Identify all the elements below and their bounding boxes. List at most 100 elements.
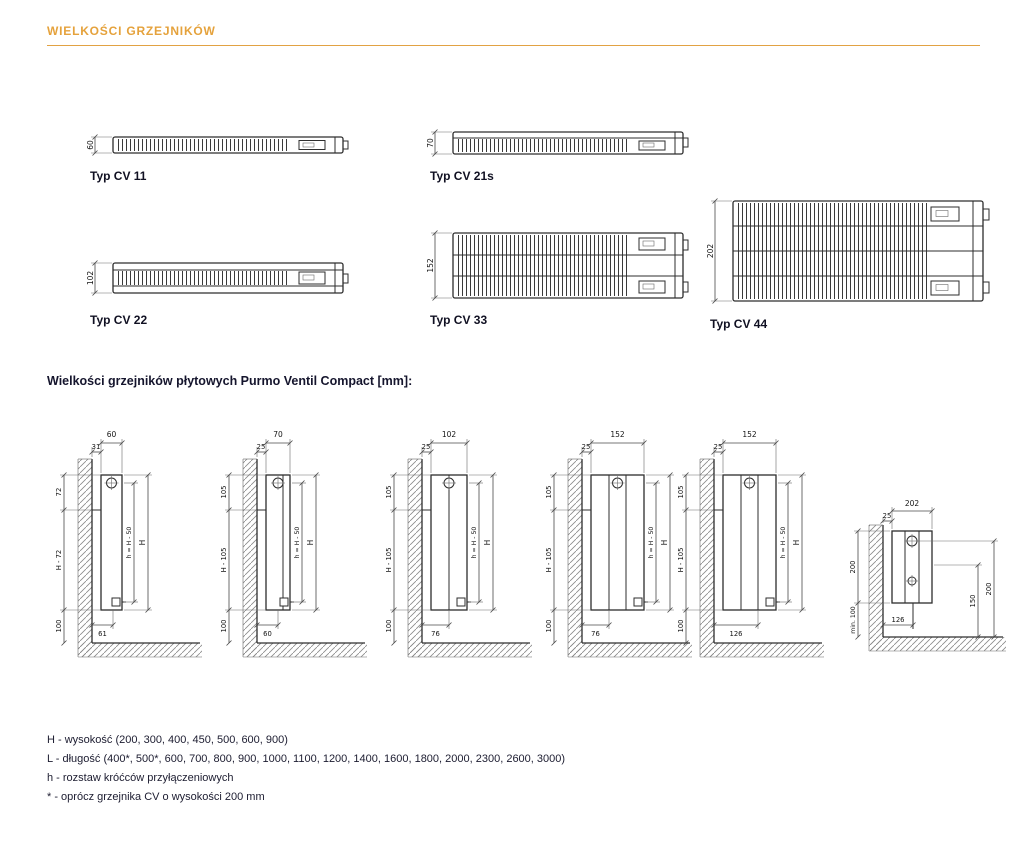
detail-view-cv44: 202 25 200 min. 100 150 200 <box>849 499 1006 652</box>
svg-text:202: 202 <box>905 499 920 508</box>
dim-h-and-H: h = H - 50 H <box>469 472 497 613</box>
svg-text:76: 76 <box>431 630 440 638</box>
radiator <box>582 474 648 611</box>
convector-fins <box>457 139 629 152</box>
type-label-cv44: Typ CV 44 <box>710 317 768 331</box>
svg-text:152: 152 <box>426 258 435 273</box>
dim-top-width: 152 <box>588 430 647 473</box>
dim-wall-gap: 25 <box>419 443 434 457</box>
dim-wall-gap: 31 <box>89 443 104 457</box>
cv11-top-view-drawing: 60 <box>86 134 349 156</box>
wall-hatch <box>78 459 92 657</box>
depth-dimension: 152 <box>426 230 452 301</box>
svg-text:61: 61 <box>98 630 107 638</box>
dim-wall-gap: 25 <box>711 443 726 457</box>
radiator-body <box>452 232 689 299</box>
cross-section-cv33: 152 Typ CV 33 <box>425 228 690 327</box>
dim-top-width: 202 <box>889 499 935 529</box>
page-title: WIELKOŚCI GRZEJNIKÓW <box>47 24 216 38</box>
dim-wall-gap: 25 <box>579 443 594 457</box>
side-view-cv11: 60 31 72 H - 72 100 h = H - 50 H <box>55 430 202 658</box>
svg-text:h = H - 50: h = H - 50 <box>126 527 133 559</box>
legend-line-h: H - wysokość (200, 300, 400, 450, 500, 6… <box>47 734 288 746</box>
cross-section-cv11: 60 Typ CV 11 <box>85 128 350 183</box>
radiator-body <box>452 131 689 155</box>
cv22-top-view-drawing: 102 <box>86 260 349 296</box>
svg-text:100: 100 <box>385 620 393 633</box>
legend-line-l: L - długość (400*, 500*, 600, 700, 800, … <box>47 753 566 765</box>
svg-text:H: H <box>483 540 492 546</box>
wall-and-floor <box>407 458 532 658</box>
svg-text:152: 152 <box>610 430 625 439</box>
dim-h-and-H: h = H - 50 H <box>292 472 320 613</box>
svg-text:31: 31 <box>92 443 101 451</box>
floor-hatch <box>78 643 202 657</box>
svg-text:70: 70 <box>426 138 435 148</box>
connection-tab <box>342 273 349 284</box>
radiator <box>714 474 780 611</box>
dim-bottom-offset: 126 <box>880 616 916 628</box>
svg-text:H - 105: H - 105 <box>677 548 685 573</box>
cross-section-cv22: 102 Typ CV 22 <box>85 255 350 327</box>
bottom-connection <box>765 597 775 607</box>
type-label-cv22: Typ CV 22 <box>90 313 148 327</box>
depth-dimension: 202 <box>706 198 732 304</box>
svg-text:76: 76 <box>591 630 600 638</box>
svg-text:100: 100 <box>55 620 63 633</box>
convector-fins <box>457 235 629 296</box>
floor-hatch <box>869 637 1006 651</box>
svg-text:H: H <box>306 540 315 546</box>
dim-top-width: 70 <box>263 430 293 473</box>
dim-left-column: 200 min. 100 <box>849 528 890 640</box>
connection-tab <box>342 140 349 150</box>
section-title: Wielkości grzejników płytowych Purmo Ven… <box>47 374 413 388</box>
side-view-cv22: 102 25 105 H - 105 100 h = H - 50 H <box>385 430 532 658</box>
depth-dimension: 70 <box>426 129 452 157</box>
svg-text:60: 60 <box>263 630 272 638</box>
svg-text:H - 72: H - 72 <box>55 550 63 571</box>
svg-text:126: 126 <box>892 616 905 624</box>
svg-text:h = H - 50: h = H - 50 <box>471 527 478 559</box>
connection-tab <box>982 281 990 294</box>
dim-left-column: 105 H - 105 100 <box>545 472 590 646</box>
wall-and-floor <box>699 458 824 658</box>
svg-text:h = H - 50: h = H - 50 <box>780 527 787 559</box>
radiator <box>891 530 933 629</box>
wall-hatch <box>243 459 257 657</box>
svg-text:105: 105 <box>220 486 228 499</box>
dim-top-width: 102 <box>428 430 470 473</box>
svg-text:105: 105 <box>545 486 553 499</box>
svg-text:h = H - 50: h = H - 50 <box>294 527 301 559</box>
svg-text:200: 200 <box>985 583 993 596</box>
svg-text:H: H <box>792 540 801 546</box>
svg-text:102: 102 <box>86 271 95 286</box>
svg-text:102: 102 <box>442 430 457 439</box>
svg-text:60: 60 <box>107 430 117 439</box>
convector-fins <box>117 271 289 285</box>
svg-text:25: 25 <box>714 443 723 451</box>
radiator-body <box>112 262 349 294</box>
depth-dimension: 102 <box>86 260 112 296</box>
dim-left-column: 72 H - 72 100 <box>55 472 100 646</box>
bottom-connection <box>111 597 121 607</box>
svg-text:h = H - 50: h = H - 50 <box>648 527 655 559</box>
dim-bottom-offset: 61 <box>89 610 116 638</box>
svg-text:100: 100 <box>545 620 553 633</box>
wall-and-floor <box>77 458 202 658</box>
radiator <box>422 474 471 611</box>
wall-hatch <box>568 459 582 657</box>
svg-text:H - 105: H - 105 <box>385 548 393 573</box>
side-view-cv21s: 70 25 105 H - 105 100 h = H - 50 H <box>220 430 367 658</box>
dim-left-column: 105 H - 105 100 <box>677 472 722 646</box>
svg-text:H - 105: H - 105 <box>220 548 228 573</box>
svg-text:152: 152 <box>742 430 757 439</box>
type-label-cv21s: Typ CV 21s <box>430 169 494 183</box>
cv44-top-view-drawing: 202 <box>706 198 990 304</box>
type-label-cv11: Typ CV 11 <box>90 169 147 183</box>
svg-text:25: 25 <box>883 512 892 520</box>
svg-text:150: 150 <box>969 595 977 608</box>
legend-line-note: * - oprócz grzejnika CV o wysokości 200 … <box>47 791 265 803</box>
svg-text:25: 25 <box>422 443 431 451</box>
cv21s-top-view-drawing: 70 <box>426 129 689 157</box>
